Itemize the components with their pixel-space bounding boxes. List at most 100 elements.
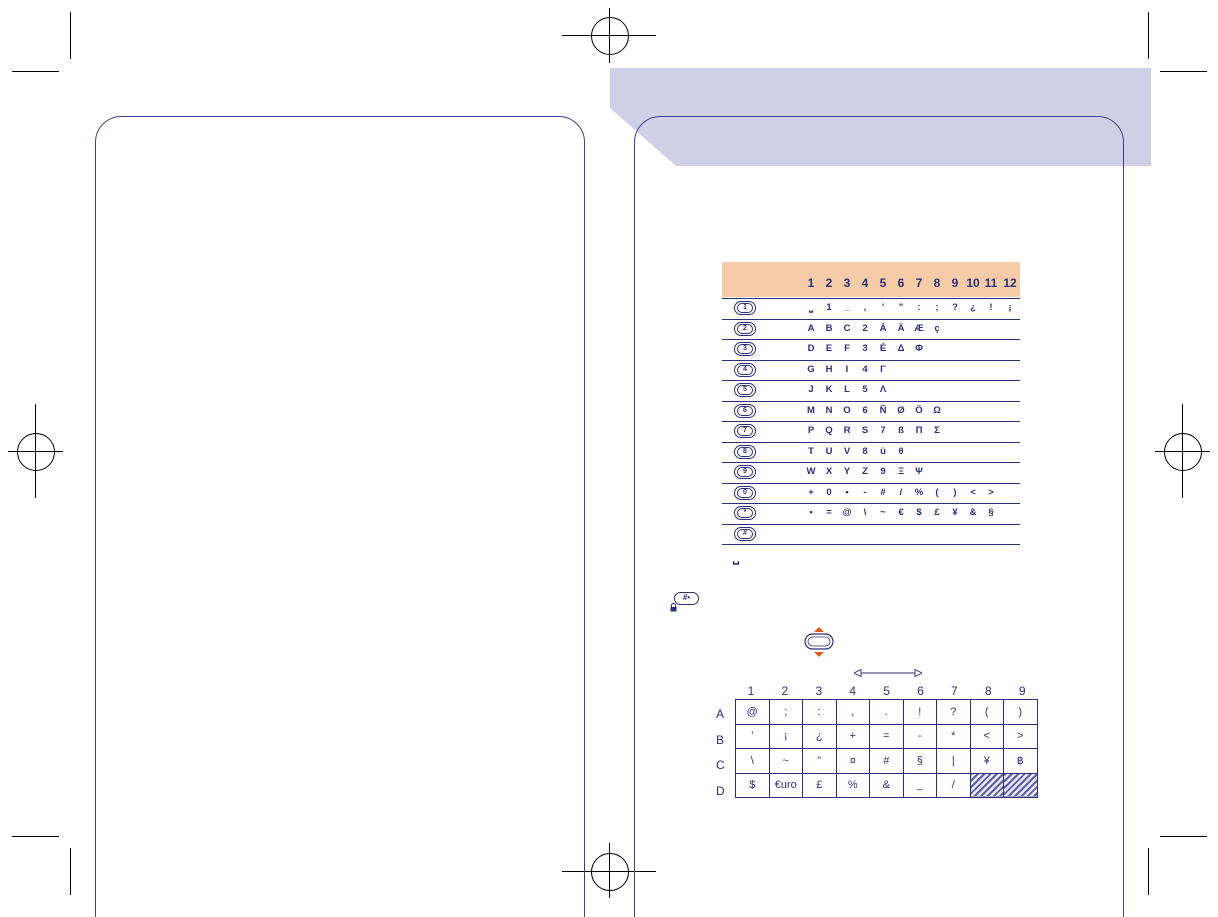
symbol-cell [1003,772,1038,798]
char-cell: ; [935,302,939,313]
symbol-cell: ' [735,723,770,749]
hash-lock-key-icon: #• [670,592,700,614]
symbol-cell: \ [735,748,770,774]
char-cell: M [807,404,815,416]
symbol-cell: ) [1003,699,1038,725]
symbol-row: '¡¿+=-*<> [735,723,1038,749]
grid-column-label: 5 [883,684,890,698]
char-cell: \ [863,507,867,518]
char-cell: θ [898,445,904,457]
char-cell: Ψ [915,466,923,477]
char-cell: O [843,404,851,416]
symbol-cell: ! [902,699,937,725]
grid-column-label: 1 [747,684,755,698]
char-cell: 5 [862,384,868,395]
char-cell: A [807,322,815,334]
char-cell: • [809,507,813,518]
symbol-cell: . [869,699,904,725]
key-1-voicemail-icon: 1 [734,301,756,315]
grid-column-label: 4 [849,684,857,698]
key-label: 6 [743,406,747,414]
column-number: 4 [861,276,869,290]
char-cell: / [899,486,903,498]
char-cell: Π [915,425,923,436]
char-cell: ü [880,445,886,457]
char-cell: < [970,486,976,498]
char-cell: Σ [934,425,940,436]
char-cell: Δ [897,343,905,354]
char-cell: 1 [826,302,832,313]
key-label: # [743,529,747,537]
grid-row-label: C [716,758,725,772]
grid-column-label: 7 [951,684,958,698]
symbol-grid: @;:,.!?()'¡¿+=-*<>\~"¤#§|¥฿$€uro£%&_/ [735,699,1038,798]
char-cell: ( [935,486,939,498]
char-cell: & [969,507,977,518]
symbol-cell: ; [768,699,803,725]
column-number: 5 [879,276,887,290]
char-cell: S [861,425,869,436]
symbol-cell: ¡ [768,723,803,749]
table-row: 0+0•-#/%()<> [722,484,1020,504]
char-cell: K [825,384,833,395]
column-number: 1 [807,276,815,290]
symbol-cell: > [1003,723,1038,749]
char-cell: J [808,384,814,395]
char-cell: : [917,302,921,313]
symbol-cell: £ [802,772,837,798]
char-cell: D [807,343,815,354]
char-cell: > [988,486,994,498]
char-cell: € [898,507,904,518]
key-label: 4 [743,365,747,373]
char-cell: ' [881,302,885,313]
symbol-cell: , [835,699,870,725]
key-label: 3 [743,345,747,352]
char-cell: 2 [862,322,868,334]
char-cell: 6 [862,404,868,416]
char-cell: ¿ [970,302,976,313]
grid-column-label: 2 [781,684,789,698]
grid-column-label: 9 [1018,684,1026,698]
right-page-frame [634,116,1124,917]
char-cell: ¥ [952,507,958,518]
char-cell: Z [862,466,868,477]
table-row: *•=@\~€$£¥&§ [722,504,1020,525]
symbol-cell: ? [936,699,971,725]
symbol-row: $€uro£%&_/ [735,772,1038,798]
symbol-cell: % [835,772,870,798]
char-cell: , [863,302,867,313]
char-cell: 8 [862,445,868,457]
column-number: 2 [825,276,833,290]
char-cell: W [806,466,816,477]
table-row: # [722,525,1020,545]
symbol-cell: ¥ [969,748,1004,774]
hash-key-label: #• [682,593,691,602]
char-cell: L [844,384,850,395]
char-cell: Ö [915,404,923,416]
char-cell: Ω [933,404,941,416]
char-cell: T [808,445,814,457]
char-cell: ⎵ [809,302,813,313]
char-cell: Ø [897,404,905,416]
char-cell: ¡ [1008,302,1012,313]
char-cell: É [879,343,887,354]
header-banner [610,68,1151,166]
char-cell: ! [989,302,993,313]
key-6-icon: 6 [734,403,756,418]
char-cell: £ [934,507,940,518]
key-label: 0 [743,488,747,496]
column-number: 3 [843,276,851,290]
column-number: 7 [915,276,923,290]
key-3-icon: 3 [734,342,756,356]
char-cell: V [843,445,851,457]
key-8-icon: 8 [734,444,756,459]
char-cell: H [825,363,833,375]
char-cell: Y [843,466,851,477]
key-label: 1 [743,304,747,311]
column-number: 8 [933,276,941,290]
symbol-cell: < [969,723,1004,749]
char-cell: R [843,425,851,436]
symbol-cell: = [869,723,904,749]
char-cell: @ [842,507,852,518]
